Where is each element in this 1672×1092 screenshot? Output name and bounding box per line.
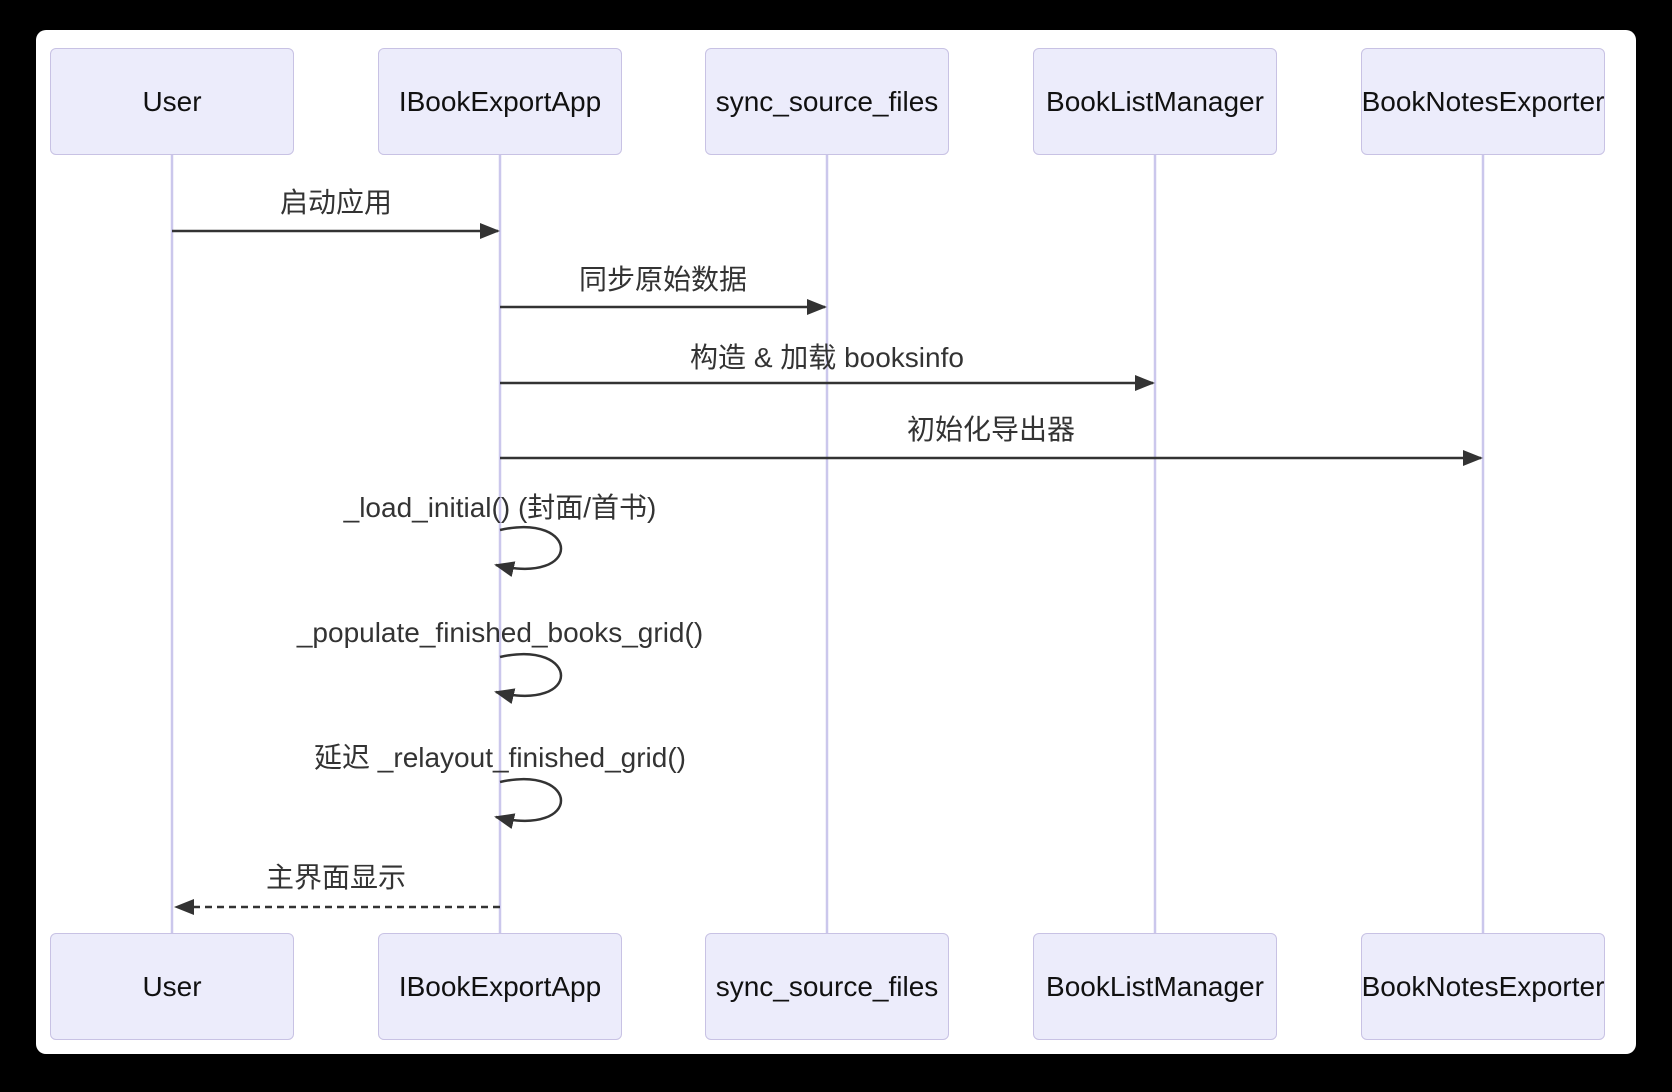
actor-user-bottom: User [50,933,294,1040]
diagram-panel: User IBookExportApp sync_source_files Bo… [36,30,1636,1054]
message-label-populate-grid: _populate_finished_books_grid() [296,617,704,648]
actor-sync-source-files-top: sync_source_files [705,48,949,155]
actor-label: BookListManager [1046,85,1264,117]
actor-booknotesexporter-top: BookNotesExporter [1361,48,1605,155]
actor-label: User [142,85,202,117]
actor-label: IBookExportApp [398,970,602,1002]
message-label-load-initial: _load_initial() (封面/首书) [343,492,657,523]
actor-user-top: User [50,48,294,155]
self-loop-load-initial [494,525,563,577]
actor-label: User [142,970,202,1002]
actor-sync-source-files-bottom: sync_source_files [705,933,949,1040]
actor-booklistmanager-bottom: BookListManager [1033,933,1277,1040]
message-label-start-app: 启动应用 [279,187,393,218]
actor-booknotesexporter-bottom: BookNotesExporter [1361,933,1605,1040]
message-label-main-ui: 主界面显示 [265,862,407,893]
message-label-relayout-grid: 延迟 _relayout_finished_grid() [314,742,686,773]
actor-label: BookNotesExporter [1361,85,1605,117]
actor-ibookexportapp-top: IBookExportApp [378,48,622,155]
sequence-diagram-canvas [170,155,1485,933]
message-label-init-exporter: 初始化导出器 [906,414,1076,445]
self-loop-relayout-grid [494,777,563,829]
actor-label: sync_source_files [715,85,939,117]
actor-label: IBookExportApp [398,85,602,117]
actor-ibookexportapp-bottom: IBookExportApp [378,933,622,1040]
actor-label: BookNotesExporter [1361,970,1605,1002]
actor-label: BookListManager [1046,970,1264,1002]
actor-label: sync_source_files [715,970,939,1002]
self-loop-populate-grid [494,652,563,704]
actor-booklistmanager-top: BookListManager [1033,48,1277,155]
message-label-load-booksinfo: 构造 & 加载 booksinfo [690,342,964,373]
message-label-sync-source: 同步原始数据 [578,264,748,295]
